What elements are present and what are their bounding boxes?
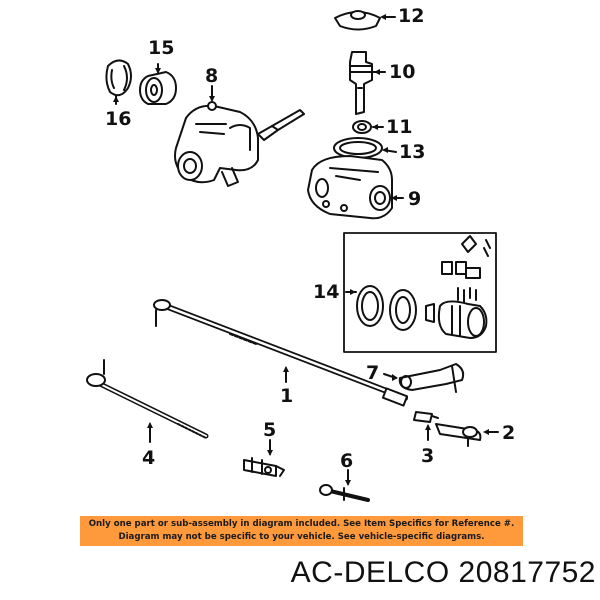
part-1-relay-rod: [153, 299, 409, 407]
callout-2: 2: [502, 422, 515, 444]
part-11-seal: [352, 120, 384, 134]
callout-8: 8: [205, 65, 218, 87]
part-16-seal: [105, 59, 132, 105]
arrowheads: [113, 14, 489, 486]
callout-14: 14: [313, 281, 339, 303]
callout-10: 10: [389, 61, 415, 83]
part-6-tie-rod-end: [319, 469, 370, 502]
part-5-clamp: [243, 439, 285, 477]
part-4-tie-rod: [86, 359, 209, 443]
part-8-steering-gear: [174, 85, 305, 187]
notice-banner: Only one part or sub-assembly in diagram…: [80, 516, 523, 546]
callout-1: 1: [280, 385, 293, 407]
callout-3: 3: [421, 445, 434, 467]
part-14-kit-box: [343, 232, 497, 353]
part-3-tie-rod-end: [413, 411, 439, 441]
callout-11: 11: [386, 116, 412, 138]
callout-7: 7: [366, 362, 379, 384]
callout-15: 15: [148, 37, 174, 59]
notice-line-1: Only one part or sub-assembly in diagram…: [88, 519, 515, 529]
part-12-dust-cap: [334, 10, 396, 31]
brand-part-number: AC-DELCO 20817752: [290, 556, 596, 589]
callout-4: 4: [142, 447, 155, 469]
callout-12: 12: [398, 5, 424, 27]
callout-16: 16: [105, 108, 131, 130]
callout-5: 5: [263, 419, 276, 441]
notice-line-2: Diagram may not be specific to your vehi…: [118, 531, 485, 542]
part-2-tie-rod-end: [435, 423, 499, 447]
callout-6: 6: [340, 450, 353, 472]
callout-9: 9: [408, 188, 421, 210]
callout-13: 13: [399, 141, 425, 163]
part-10-shaft: [349, 51, 386, 115]
part-9-housing: [307, 155, 404, 220]
part-15-bearing: [139, 63, 177, 105]
